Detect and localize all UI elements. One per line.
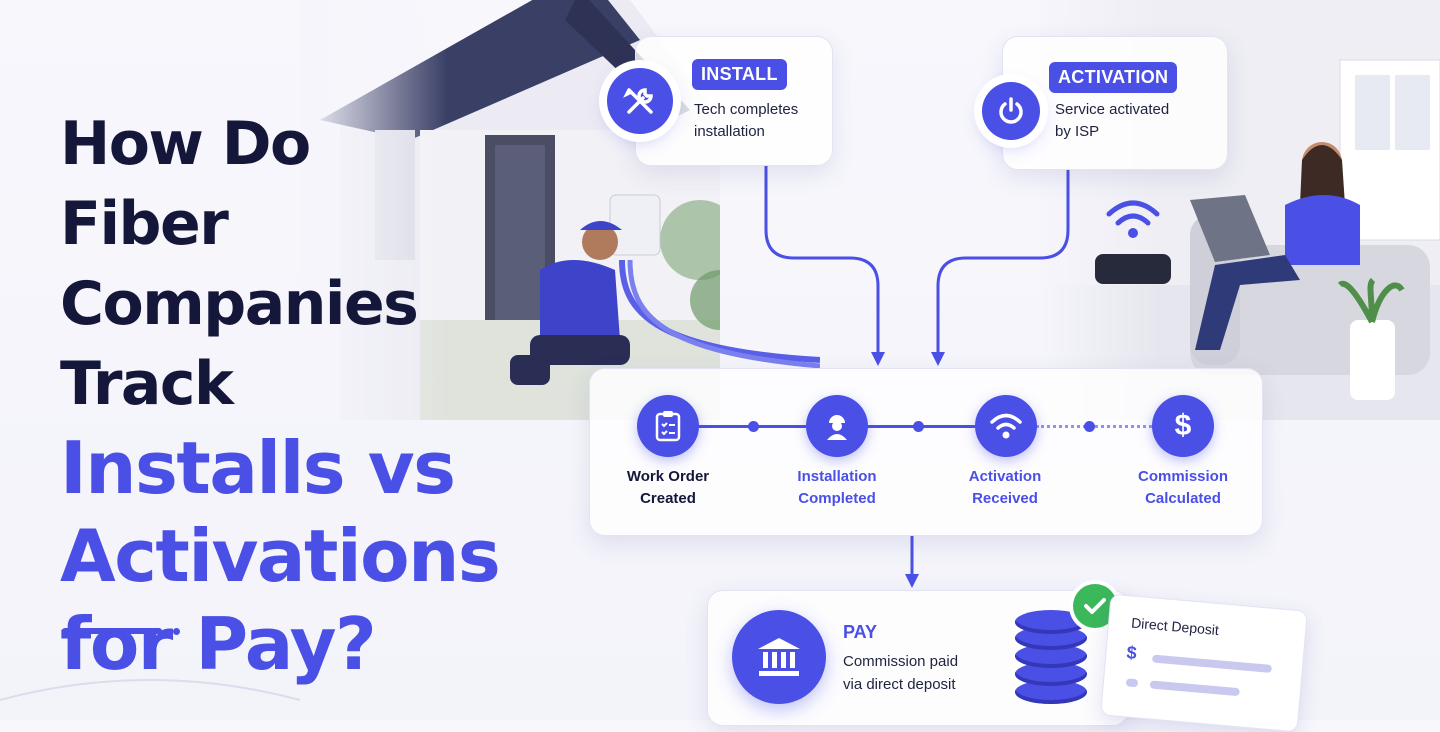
step-2-line-2: Completed	[798, 490, 876, 507]
power-icon	[982, 82, 1040, 140]
wrench-screwdriver-icon	[607, 68, 673, 134]
step-2-line-1: Installation	[797, 468, 877, 485]
step-1-line-2: Created	[640, 490, 696, 507]
connector-dot-1	[748, 421, 759, 432]
step-3-line-2: Received	[972, 490, 1038, 507]
pay-description: Commission paid via direct deposit	[843, 650, 958, 696]
headline-line-4: Installs vs	[60, 426, 456, 510]
pay-title: PAY	[843, 622, 878, 642]
headline-line-1: How Do	[60, 109, 311, 179]
router-icon	[1095, 254, 1171, 284]
dollar-icon: $	[1152, 395, 1214, 457]
connector-dot-2	[913, 421, 924, 432]
living-room-illustration	[1040, 0, 1440, 420]
activation-description: Service activated by ISP	[1055, 99, 1169, 143]
install-text-line-1: Tech completes	[694, 101, 799, 118]
activation-text-line-2: by ISP	[1055, 123, 1100, 140]
step-3-line-1: Activation	[968, 468, 1042, 485]
headline-line-5: Activations	[60, 514, 501, 598]
deposit-line	[1149, 680, 1240, 697]
pay-text-line-1: Commission paid	[843, 653, 959, 670]
technician-icon	[806, 395, 868, 457]
wifi-icon	[975, 395, 1037, 457]
headline-line-3: Track	[60, 349, 234, 419]
install-text-line-2: installation	[694, 123, 765, 140]
technician-illustration	[510, 194, 820, 385]
decorative-underline	[62, 628, 162, 634]
step-1-line-1: Work Order	[626, 468, 710, 485]
deposit-title: Direct Deposit	[1130, 614, 1220, 639]
step-work-order: Work Order Created	[593, 466, 743, 510]
activation-badge: ACTIVATION	[1049, 62, 1178, 93]
headline-line-2: Fiber Companies	[60, 189, 419, 339]
step-commission: Commission Calculated	[1108, 466, 1258, 510]
process-card	[589, 368, 1263, 536]
pay-text-line-2: via direct deposit	[843, 676, 956, 693]
step-4-line-2: Calculated	[1145, 490, 1221, 507]
activation-text-line-1: Service activated	[1055, 101, 1170, 118]
direct-deposit-slip: Direct Deposit $	[1100, 593, 1308, 732]
deposit-dollar-sign: $	[1125, 642, 1138, 664]
bank-icon	[732, 610, 826, 704]
connector-dot-3	[1084, 421, 1095, 432]
install-badge: INSTALL	[692, 59, 787, 90]
deposit-line	[1125, 678, 1139, 688]
deposit-line	[1151, 654, 1273, 673]
headline-line-6: for Pay?	[60, 602, 377, 686]
clipboard-icon	[637, 395, 699, 457]
step-activation: Activation Received	[930, 466, 1080, 510]
activation-card: ACTIVATION Service activated by ISP	[1002, 36, 1228, 170]
install-description: Tech completes installation	[694, 99, 798, 143]
step-4-line-1: Commission	[1137, 468, 1228, 485]
router-wifi-icon	[1106, 200, 1160, 238]
headline: How Do Fiber Companies Track Installs vs…	[60, 104, 600, 688]
step-installation: Installation Completed	[762, 466, 912, 510]
decorative-dot	[173, 628, 180, 635]
